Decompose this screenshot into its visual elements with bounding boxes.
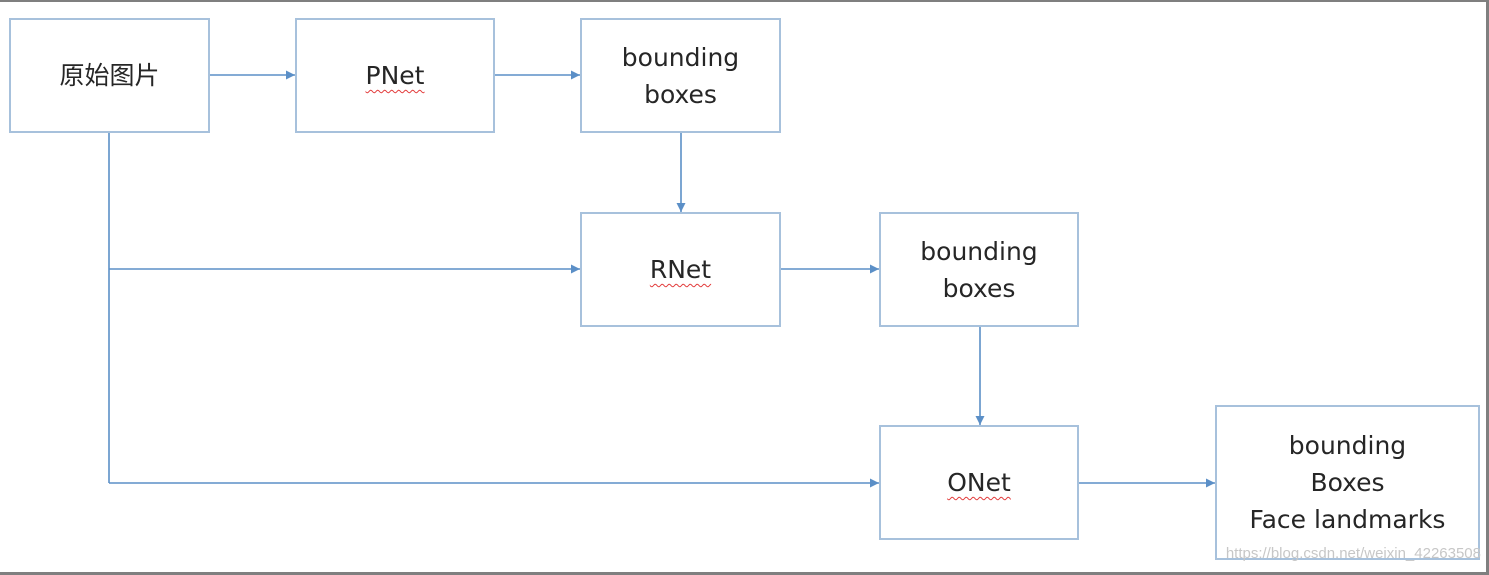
rnet-boxes-label: bounding boxes <box>920 233 1037 307</box>
source-image-node: 原始图片 <box>9 18 210 133</box>
output-label: bounding Boxes Face landmarks <box>1250 427 1446 538</box>
rnet-label: RNet <box>649 255 712 284</box>
pnet-boxes-label: bounding boxes <box>622 39 739 113</box>
pnet-boxes-node: bounding boxes <box>580 18 781 133</box>
watermark-text: https://blog.csdn.net/weixin_42263508 <box>1225 545 1481 562</box>
pnet-node: PNet <box>295 18 495 133</box>
output-line-1: bounding <box>1288 431 1407 460</box>
frame-right-border <box>1486 0 1489 575</box>
frame-bottom-border <box>0 572 1489 575</box>
pnet-boxes-line-2: boxes <box>644 79 717 109</box>
output-line-3: Face landmarks <box>1249 505 1446 534</box>
source-image-label: 原始图片 <box>59 61 160 90</box>
output-node: bounding Boxes Face landmarks <box>1215 405 1480 560</box>
pnet-boxes-line-1: bounding <box>621 42 740 72</box>
pnet-label: PNet <box>365 61 425 90</box>
rnet-boxes-node: bounding boxes <box>879 212 1079 327</box>
rnet-boxes-line-2: boxes <box>942 273 1016 303</box>
onet-label: ONet <box>947 468 1011 497</box>
onet-node: ONet <box>879 425 1079 540</box>
rnet-boxes-line-1: bounding <box>920 236 1038 266</box>
frame-top-border <box>0 0 1489 2</box>
rnet-node: RNet <box>580 212 781 327</box>
output-line-2: Boxes <box>1310 468 1385 497</box>
